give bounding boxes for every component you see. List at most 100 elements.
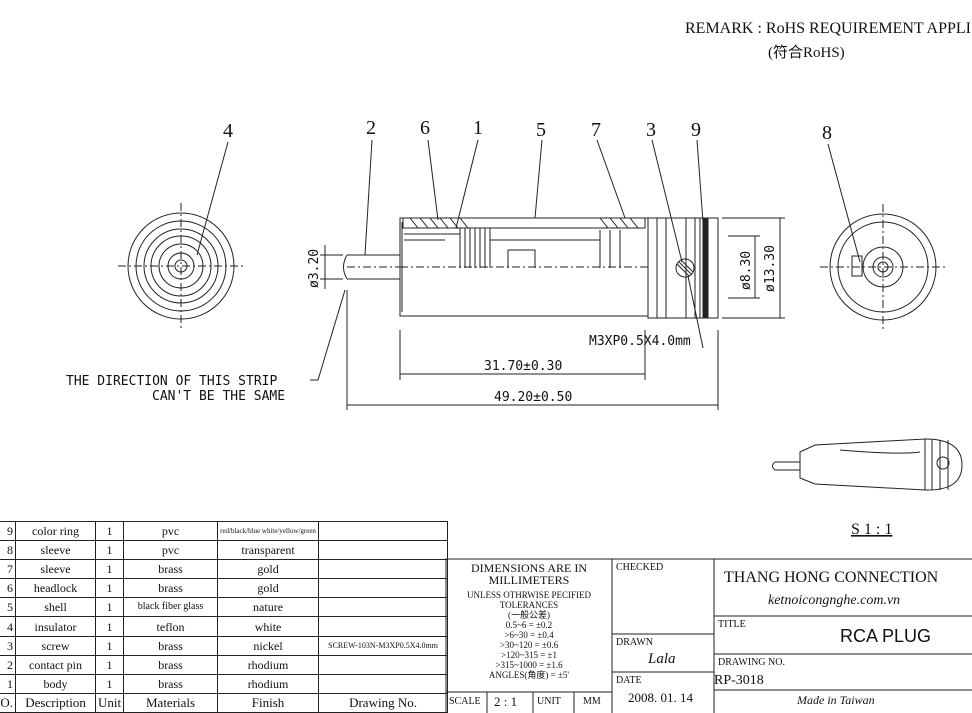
title-value: RCA PLUG xyxy=(840,626,932,646)
company-website: ketnoicongnghe.com.vn xyxy=(768,593,901,608)
bom-cell-description: contact pin xyxy=(15,654,97,675)
tolerance-t3: >30~120 = ±0.6 xyxy=(499,640,559,650)
bom-cell-unit: 1 xyxy=(95,654,125,675)
tolerance-sub1: UNLESS OTHRWISE PECIFIED xyxy=(466,590,591,600)
bom-cell-finish: nickel xyxy=(217,635,320,656)
scale-label: SCALE xyxy=(449,696,481,707)
bom-cell-materials: brass xyxy=(123,559,219,580)
bom-cell-drawing_no xyxy=(318,597,449,618)
dim-length-total: 49.20±0.50 xyxy=(494,390,572,405)
tolerance-t5: >315~1000 = ±1.6 xyxy=(495,660,563,670)
part-label-6: 6 xyxy=(420,117,430,139)
bom-cell-description: shell xyxy=(15,597,97,618)
bom-cell-unit: 1 xyxy=(95,635,125,656)
part-label-7: 7 xyxy=(591,119,601,141)
tolerance-block: DIMENSIONS ARE IN MILLIMETERS UNLESS OTH… xyxy=(446,562,612,680)
bom-cell-no: 9 xyxy=(0,520,17,542)
bom-cell-unit: 1 xyxy=(95,578,125,599)
bom-cell-description: sleeve xyxy=(15,540,97,561)
bom-cell-no: 6 xyxy=(0,578,17,599)
bom-cell-finish: rhodium xyxy=(217,673,320,694)
end-view-right xyxy=(820,143,946,330)
bom-cell-finish: transparent xyxy=(217,540,320,561)
bom-cell-materials: brass xyxy=(123,578,219,599)
bom-cell-description: headlock xyxy=(15,578,97,599)
scale-note: S 1 : 1 xyxy=(851,521,892,538)
bom-cell-unit: 1 xyxy=(95,559,125,580)
part-label-9: 9 xyxy=(691,119,701,141)
dim-dia-inner: ø8.30 xyxy=(739,251,754,290)
bom-cell-drawing_no xyxy=(318,520,449,542)
bom-cell-no: 2 xyxy=(0,654,17,675)
bom-cell-finish: rhodium xyxy=(217,654,320,675)
bom-header-materials: Materials xyxy=(123,692,219,713)
part-label-4: 4 xyxy=(223,120,233,142)
tolerance-t2: >6~30 = ±0.4 xyxy=(504,630,554,640)
bom-cell-no: 8 xyxy=(0,540,17,561)
date-label: DATE xyxy=(616,675,642,686)
bom-cell-description: body xyxy=(15,673,97,694)
bom-cell-materials: brass xyxy=(123,673,219,694)
side-view-main xyxy=(310,139,785,410)
bom-cell-description: insulator xyxy=(15,616,97,637)
bom-cell-unit: 1 xyxy=(95,597,125,618)
bom-cell-description: color ring xyxy=(15,520,97,542)
screw-callout: M3XP0.5X4.0mm xyxy=(589,334,691,349)
title-label: TITLE xyxy=(718,619,746,630)
bom-cell-no: 7 xyxy=(0,559,17,580)
drawn-value: Lala xyxy=(648,651,676,667)
bom-cell-drawing_no xyxy=(318,578,449,599)
bom-cell-drawing_no xyxy=(318,654,449,675)
remark-line2: (符合RoHS) xyxy=(768,45,845,61)
drawing-no-value: RP-3018 xyxy=(714,673,764,688)
bom-cell-finish: red/black/blue white/yellow/green xyxy=(217,520,320,542)
bom-cell-unit: 1 xyxy=(95,520,125,542)
bom-cell-unit: 1 xyxy=(95,673,125,694)
bom-cell-no: 3 xyxy=(0,635,17,656)
end-view-left xyxy=(118,141,244,329)
bom-cell-materials: black fiber glass xyxy=(123,597,219,618)
bom-cell-materials: pvc xyxy=(123,520,219,542)
bom-cell-unit: 1 xyxy=(95,616,125,637)
bom-header-finish: Finish xyxy=(217,692,320,713)
part-label-1: 1 xyxy=(473,117,483,139)
bom-cell-materials: brass xyxy=(123,654,219,675)
bom-cell-materials: pvc xyxy=(123,540,219,561)
bom-cell-finish: white xyxy=(217,616,320,637)
scale-value: 2 : 1 xyxy=(494,694,518,709)
tolerance-title2: MILLIMETERS xyxy=(488,573,570,587)
isometric-view xyxy=(772,438,963,491)
tolerance-sub2: TOLERANCES xyxy=(499,600,559,610)
part-label-5: 5 xyxy=(536,119,546,141)
bom-cell-finish: gold xyxy=(217,578,320,599)
bom-header-description: Description xyxy=(15,692,97,713)
bom-cell-finish: nature xyxy=(217,597,320,618)
part-label-2: 2 xyxy=(366,117,376,139)
tolerance-t4: >120~315 = ±1 xyxy=(501,650,557,660)
bom-cell-no: 5 xyxy=(0,597,17,618)
bom-header-no: NO. xyxy=(0,692,17,713)
checked-label: CHECKED xyxy=(616,562,664,573)
dim-dia-pin: ø3.20 xyxy=(307,249,322,288)
bom-cell-unit: 1 xyxy=(95,540,125,561)
part-label-8: 8 xyxy=(822,122,832,144)
bom-cell-drawing_no xyxy=(318,540,449,561)
made-in: Made in Taiwan xyxy=(797,693,875,707)
tolerance-title1: DIMENSIONS ARE IN xyxy=(470,561,587,575)
bom-cell-materials: teflon xyxy=(123,616,219,637)
dim-length-inner: 31.70±0.30 xyxy=(484,359,562,374)
bom-cell-drawing_no xyxy=(318,559,449,580)
part-number-labels: 4 2 6 1 5 7 3 9 8 xyxy=(223,117,832,144)
date-value: 2008. 01. 14 xyxy=(628,690,693,705)
company-name: THANG HONG CONNECTION xyxy=(724,569,939,586)
bom-cell-materials: brass xyxy=(123,635,219,656)
bom-cell-description: sleeve xyxy=(15,559,97,580)
